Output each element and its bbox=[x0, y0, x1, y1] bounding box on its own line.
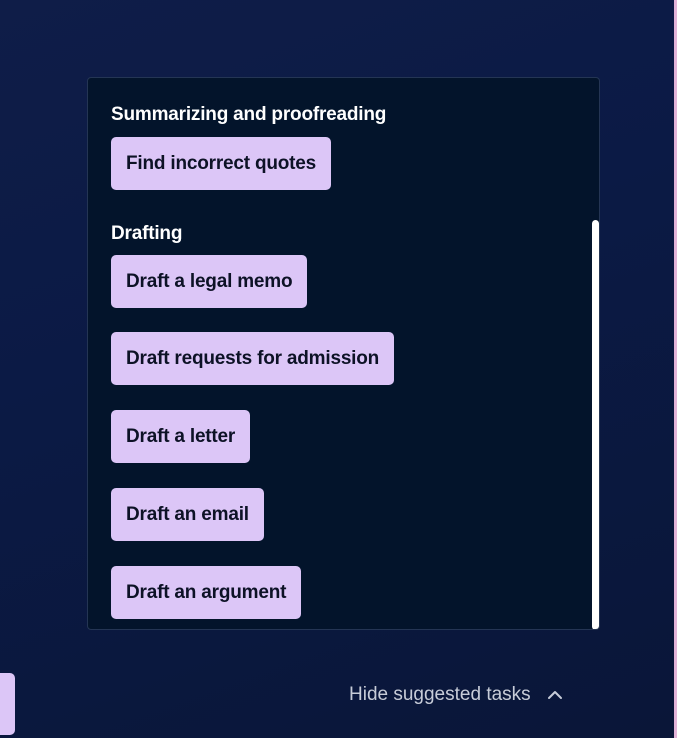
task-find-incorrect-quotes-button[interactable]: Find incorrect quotes bbox=[111, 137, 332, 190]
task-draft-letter-button[interactable]: Draft a letter bbox=[111, 410, 251, 463]
task-draft-argument-button[interactable]: Draft an argument bbox=[111, 566, 302, 619]
window-edge bbox=[674, 0, 677, 738]
panel-scrollbar-thumb[interactable] bbox=[592, 220, 599, 629]
suggested-tasks-panel: Summarizing and proofreading Find incorr… bbox=[87, 77, 600, 630]
hide-suggested-tasks-button[interactable]: Hide suggested tasks bbox=[349, 682, 565, 708]
hide-suggested-tasks-label: Hide suggested tasks bbox=[349, 684, 531, 705]
task-draft-legal-memo-button[interactable]: Draft a legal memo bbox=[111, 255, 308, 308]
task-draft-email-button[interactable]: Draft an email bbox=[111, 488, 264, 541]
section-heading-drafting: Drafting bbox=[111, 223, 183, 244]
task-draft-requests-for-admission-button[interactable]: Draft requests for admission bbox=[111, 332, 395, 385]
side-panel-tab[interactable] bbox=[0, 673, 15, 735]
section-heading-summarizing: Summarizing and proofreading bbox=[111, 104, 387, 125]
chevron-up-icon bbox=[545, 685, 565, 705]
